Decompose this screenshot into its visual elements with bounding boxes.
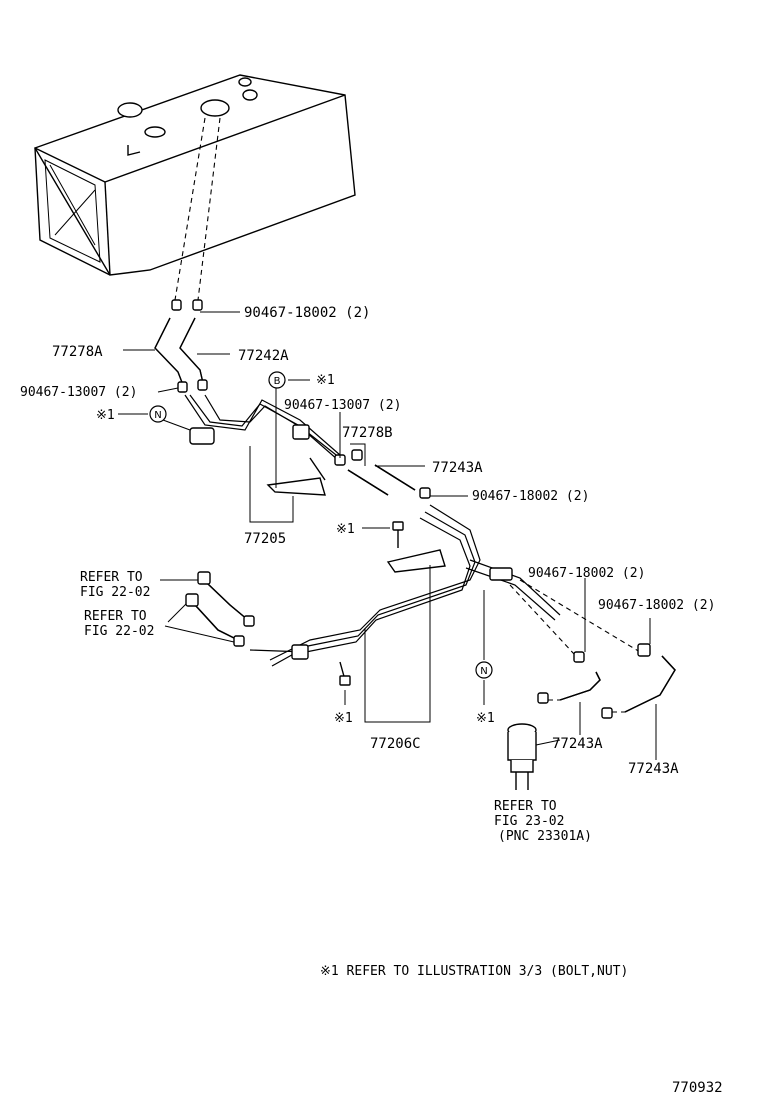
- label-note1-b: ※1: [316, 373, 335, 388]
- fuel-filter: [507, 723, 537, 790]
- upper-hose-group: [154, 299, 208, 393]
- circle-n-left-marker: N: [149, 405, 167, 423]
- label-clamp-13007-mid: 90467-13007 (2): [284, 398, 401, 413]
- label-note1-bolt-low: ※1: [334, 711, 353, 726]
- svg-text:N: N: [480, 666, 487, 677]
- label-refer3-line1: REFER TO: [494, 799, 557, 814]
- label-note1-n-left: ※1: [96, 408, 115, 423]
- main-tube-assembly: [249, 504, 561, 667]
- upper-tube-assembly: [184, 394, 346, 496]
- label-clamp-13007-left: 90467-13007 (2): [20, 385, 137, 400]
- label-clamp-18002-top: 90467-18002 (2): [244, 305, 370, 321]
- diagram-id: 770932: [672, 1080, 723, 1096]
- label-clamp-18002-mid: 90467-18002 (2): [472, 489, 589, 504]
- label-tube-77206c: 77206C: [370, 736, 421, 752]
- tank-connection-lines: [174, 117, 221, 301]
- svg-text:N: N: [154, 410, 161, 421]
- label-hose-77243a-low2: 77243A: [628, 761, 679, 777]
- label-refer2-line1: REFER TO: [84, 609, 147, 624]
- label-hose-77278b: 77278B: [342, 425, 393, 441]
- right-hose-group: [509, 579, 676, 719]
- leader-lines: [118, 311, 657, 760]
- circle-n-right-marker: N: [475, 661, 493, 679]
- label-refer1-line1: REFER TO: [80, 570, 143, 585]
- label-note1-bolt-mid: ※1: [336, 522, 355, 537]
- label-hose-77243a-mid: 77243A: [432, 460, 483, 476]
- svg-text:B: B: [274, 376, 281, 387]
- label-hose-77278a: 77278A: [52, 344, 103, 360]
- mid-hose-group: [334, 449, 431, 499]
- label-clamp-18002-right2: 90467-18002 (2): [598, 598, 715, 613]
- left-hose-group: [185, 571, 255, 647]
- fuel-tank-drawing: [33, 74, 356, 276]
- label-tube-77205: 77205: [244, 531, 286, 547]
- footnote: ※1 REFER TO ILLUSTRATION 3/3 (BOLT,NUT): [320, 964, 628, 979]
- label-note1-n-right: ※1: [476, 711, 495, 726]
- label-clamp-18002-right1: 90467-18002 (2): [528, 566, 645, 581]
- label-refer3-line3: (PNC 23301A): [498, 829, 592, 844]
- mid-bracket: [386, 521, 446, 573]
- circle-b-marker: B: [268, 371, 286, 389]
- label-refer3-line2: FIG 23-02: [494, 814, 564, 829]
- label-hose-77243a-low1: 77243A: [552, 736, 603, 752]
- label-hose-77242a: 77242A: [238, 348, 289, 364]
- low-bolt: [339, 661, 351, 686]
- label-refer2-line2: FIG 22-02: [84, 624, 154, 639]
- label-refer1-line2: FIG 22-02: [80, 585, 150, 600]
